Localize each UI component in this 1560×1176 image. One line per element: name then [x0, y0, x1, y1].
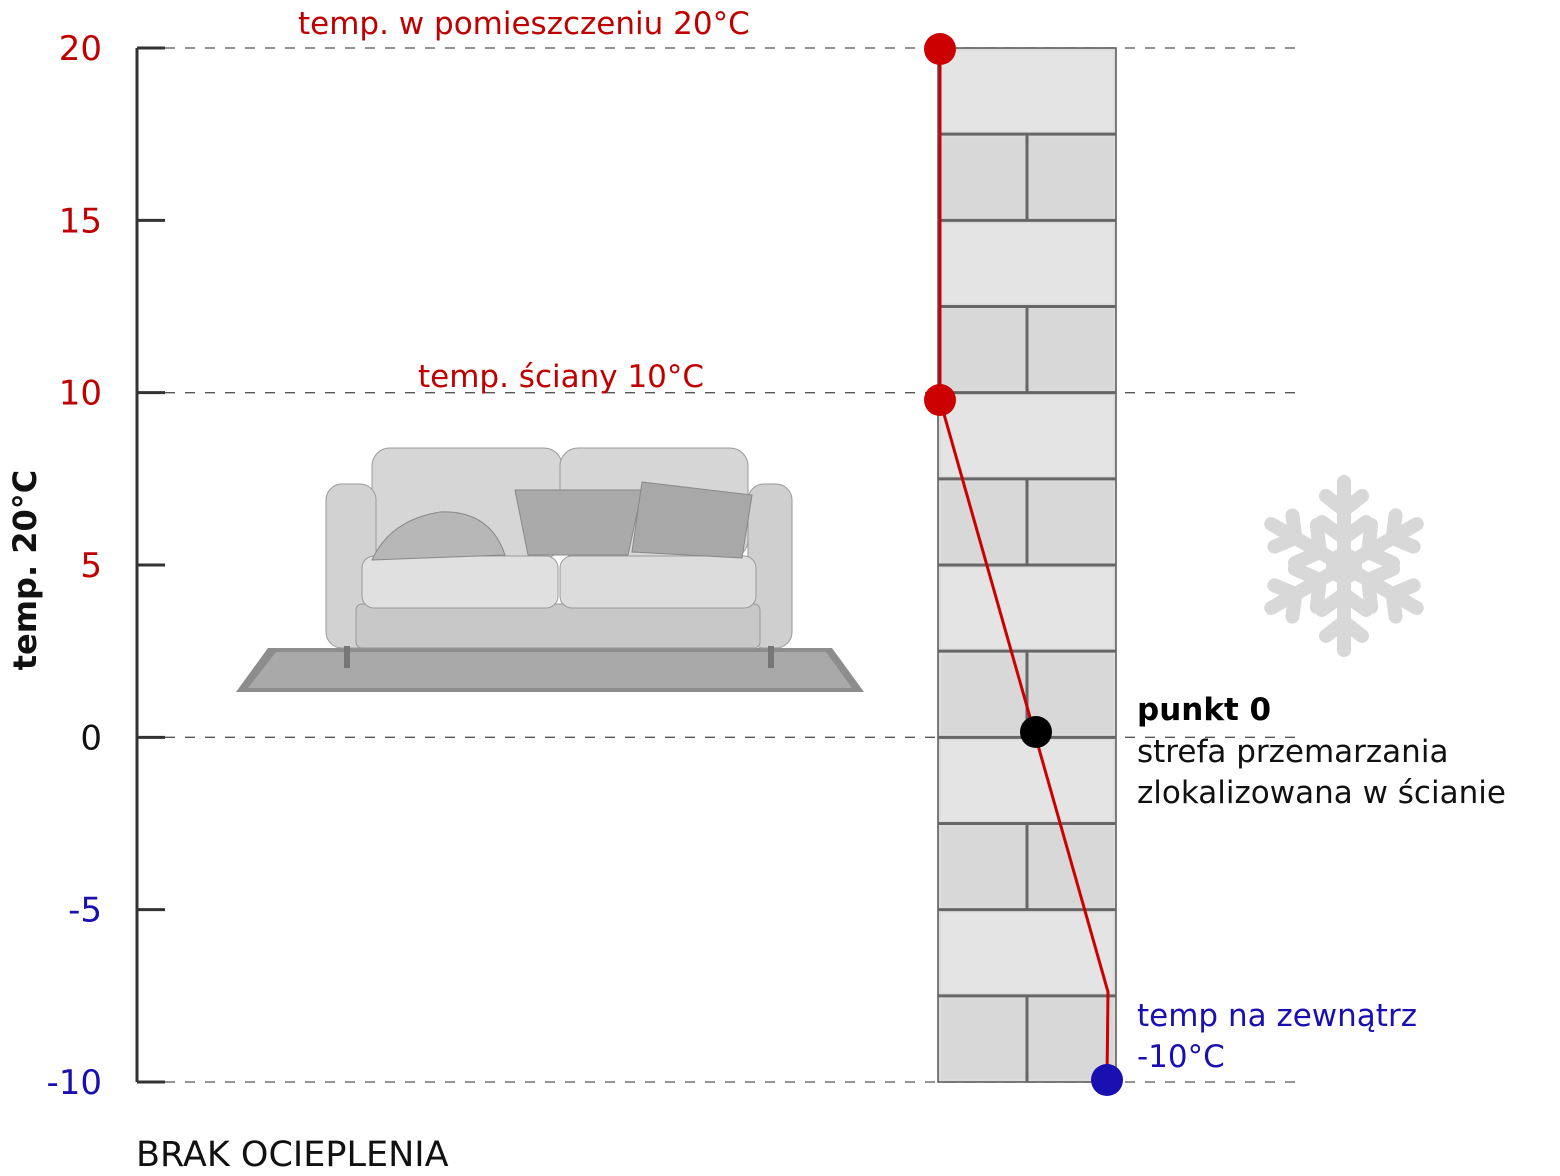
tick-label: -10 [46, 1063, 102, 1103]
zero-point-line2: zlokalizowana w ścianie [1137, 775, 1506, 811]
y-axis-title: temp. 20°C [6, 470, 44, 671]
outside-temp-line2: -10°C [1137, 1039, 1225, 1075]
point-room-temp [924, 33, 956, 65]
brick-wall [937, 47, 1117, 1083]
room-temp-label: temp. w pomieszczeniu 20°C [298, 6, 750, 42]
temperature-profile-line [938, 48, 1110, 1081]
point-outside-temp [1091, 1064, 1123, 1096]
brick [941, 568, 1113, 649]
sofa-illustration [236, 447, 864, 692]
brick [941, 740, 1113, 821]
tick-label: 0 [80, 718, 102, 758]
brick [941, 51, 1113, 132]
tick-label: 20 [59, 29, 102, 69]
brick [941, 223, 1113, 304]
tick-label: -5 [68, 891, 102, 931]
zero-point-line1: strefa przemarzania [1137, 734, 1448, 770]
y-axis: 20 15 10 5 0 -5 -10 [46, 29, 165, 1103]
point-wall-temp [924, 384, 956, 416]
caption: BRAK OCIEPLENIA [136, 1135, 449, 1175]
brick [941, 912, 1113, 993]
tick-label: 15 [59, 201, 102, 241]
outside-temp-line1: temp na zewnątrz [1137, 998, 1417, 1034]
brick [941, 395, 1113, 476]
tick-label: 5 [80, 546, 102, 586]
tick-label: 10 [59, 374, 102, 414]
zero-point-title: punkt 0 [1137, 692, 1271, 728]
wall-temp-label: temp. ściany 10°C [418, 359, 704, 395]
snowflake-icon [1264, 475, 1424, 657]
point-zero [1020, 716, 1052, 748]
